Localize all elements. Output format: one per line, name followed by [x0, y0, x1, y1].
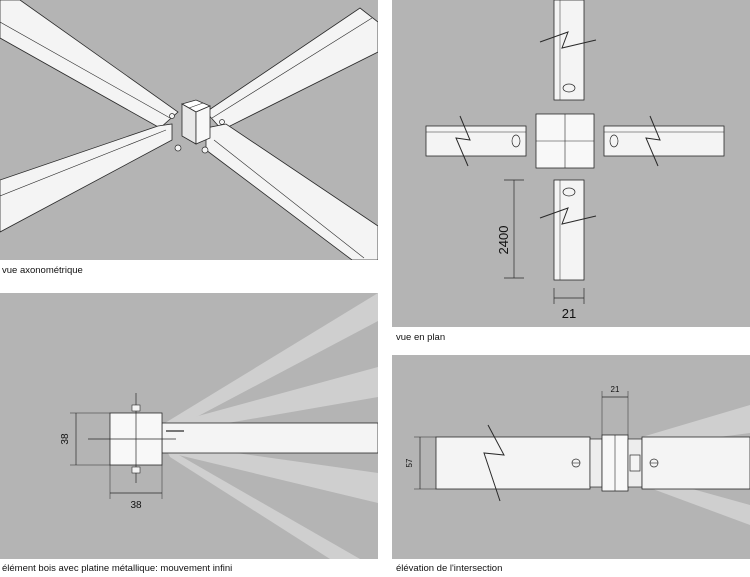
detail-width-label: 38	[130, 500, 142, 511]
plan-length-label: 2400	[496, 226, 511, 255]
elevation-width-label: 21	[611, 385, 620, 394]
plan-drawing: 2400 21	[392, 0, 750, 327]
plan-width-label: 21	[562, 306, 576, 321]
axonometric-panel	[0, 0, 378, 260]
plan-caption: vue en plan	[396, 332, 446, 343]
axonometric-drawing	[0, 0, 378, 260]
axonometric-caption: vue axonométrique	[2, 265, 83, 276]
elevation-panel: 57 21	[392, 355, 750, 559]
elevation-caption: élévation de l'intersection	[396, 563, 503, 574]
detail-panel: 38 38	[0, 293, 378, 559]
elevation-drawing: 57 21	[392, 355, 750, 559]
detail-caption: élément bois avec platine métallique: mo…	[2, 563, 233, 574]
elevation-height-label: 57	[405, 458, 414, 467]
detail-height-label: 38	[60, 433, 71, 445]
plan-panel: 2400 21	[392, 0, 750, 327]
detail-drawing: 38 38	[0, 293, 378, 559]
